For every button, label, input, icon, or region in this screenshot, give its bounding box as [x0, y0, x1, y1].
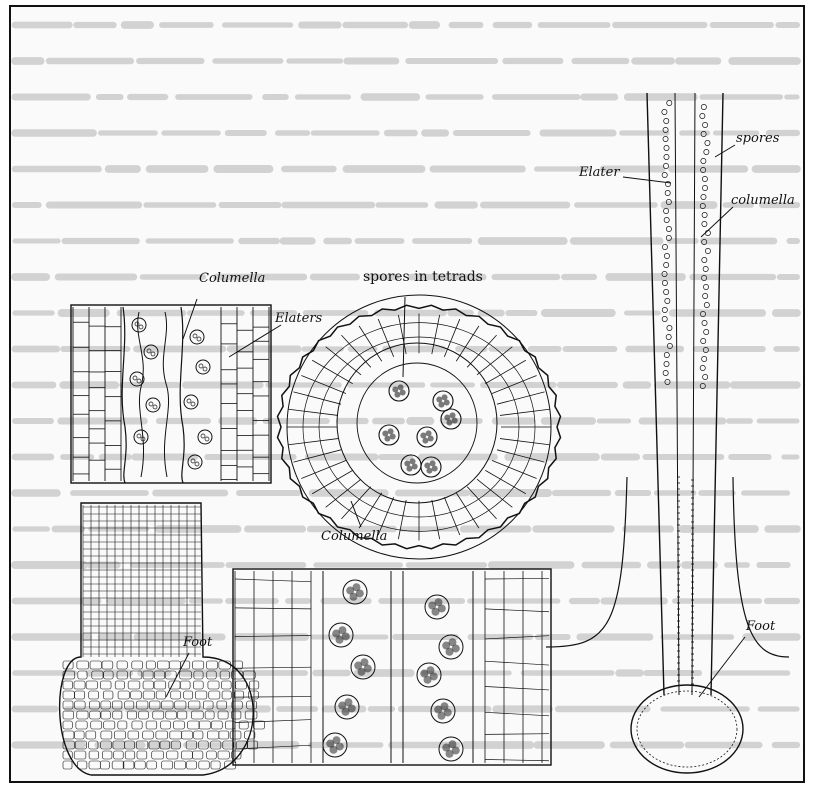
longitudinal-section-foot: [60, 503, 265, 775]
spore-clusters-upper: [130, 318, 212, 469]
label-columella-right: columella: [731, 193, 795, 208]
label-elater: Elater: [579, 165, 620, 180]
label-foot-right: Foot: [746, 619, 775, 634]
diagram-canvas: [11, 7, 803, 781]
capsule-wall-cells: [287, 313, 551, 540]
label-spores-in-tetrads: spores in tetrads: [363, 269, 483, 285]
label-spores: spores: [736, 131, 779, 146]
spore-tetrads: [379, 381, 461, 477]
foot-cells: [63, 661, 265, 769]
transverse-section: [278, 295, 561, 559]
label-foot-left: Foot: [183, 635, 212, 650]
label-columella-cross-section: Columella: [321, 529, 387, 544]
wall-cells-enlarged: [235, 571, 549, 763]
wall-cells-right: [221, 307, 269, 481]
wall-cells-left: [73, 307, 121, 481]
enlarged-longitudinal-section: [233, 569, 551, 765]
label-columella-top-left: Columella: [199, 271, 265, 286]
longitudinal-section-upper: [71, 299, 281, 483]
figure-frame: Columella Elaters spores in tetrads Colu…: [9, 5, 805, 783]
spores-column: [662, 100, 711, 684]
label-elaters: Elaters: [275, 311, 322, 326]
spore-tetrads-enlarged: [323, 580, 463, 761]
